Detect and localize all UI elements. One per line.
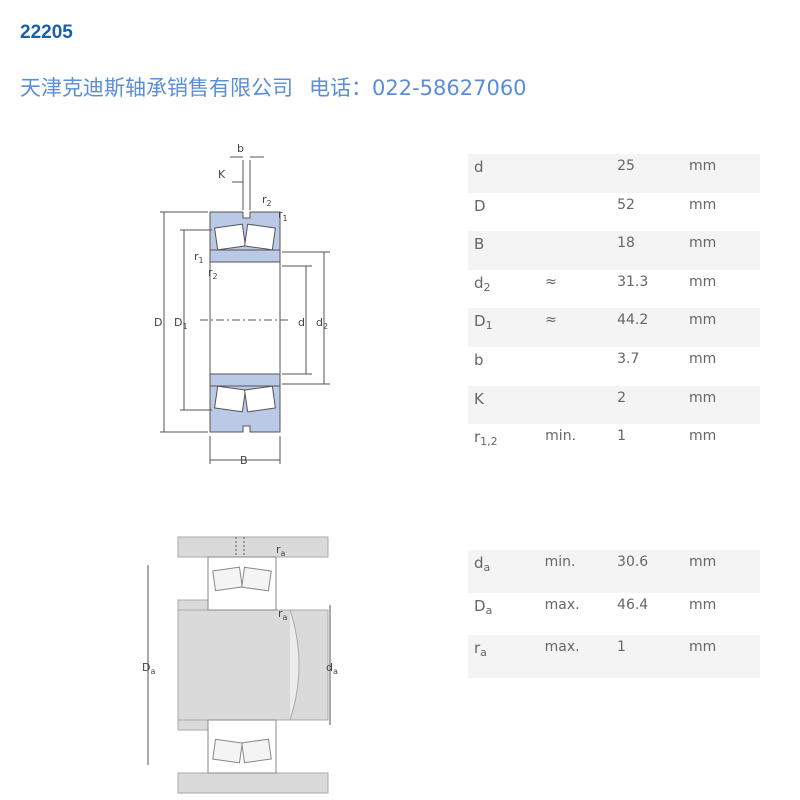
label-d2: d2 — [316, 316, 328, 331]
housing-shoulders — [177, 536, 329, 794]
abutment-dimension-drawing: ra ra Da da — [142, 536, 338, 794]
company-line: 天津克迪斯轴承销售有限公司电话：022-58627060 — [20, 72, 527, 102]
bearing-section-top — [209, 211, 281, 263]
bearing-dimension-drawing: b K r2 r1 r1 r2 D D1 d d2 B — [154, 142, 330, 467]
shaft — [177, 609, 329, 721]
label-B: B — [240, 454, 248, 467]
label-r1-top: r1 — [278, 208, 288, 223]
bearing-bottom — [207, 719, 277, 774]
label-ra-shaft: ra — [278, 607, 288, 622]
phone-number: 电话：022-58627060 — [309, 76, 527, 100]
company-name: 天津克迪斯轴承销售有限公司 — [20, 76, 293, 100]
dimension-lines — [160, 156, 330, 464]
label-b: b — [237, 142, 244, 155]
model-title: 22205 — [20, 22, 73, 43]
label-r2-side: r2 — [208, 266, 218, 281]
label-K: K — [218, 168, 226, 181]
label-Da: Da — [142, 661, 155, 676]
label-r1-side: r1 — [194, 250, 204, 265]
bearing-top — [207, 556, 277, 611]
label-r2-top: r2 — [262, 193, 272, 208]
bearing-section-bottom — [209, 373, 281, 433]
label-ra-top: ra — [276, 543, 286, 558]
bore-outline — [200, 262, 290, 374]
label-da: da — [326, 661, 338, 676]
abutment-dimension-lines — [147, 537, 331, 765]
label-D: D — [154, 316, 162, 329]
label-d: d — [298, 316, 305, 329]
label-D1: D1 — [174, 316, 188, 331]
